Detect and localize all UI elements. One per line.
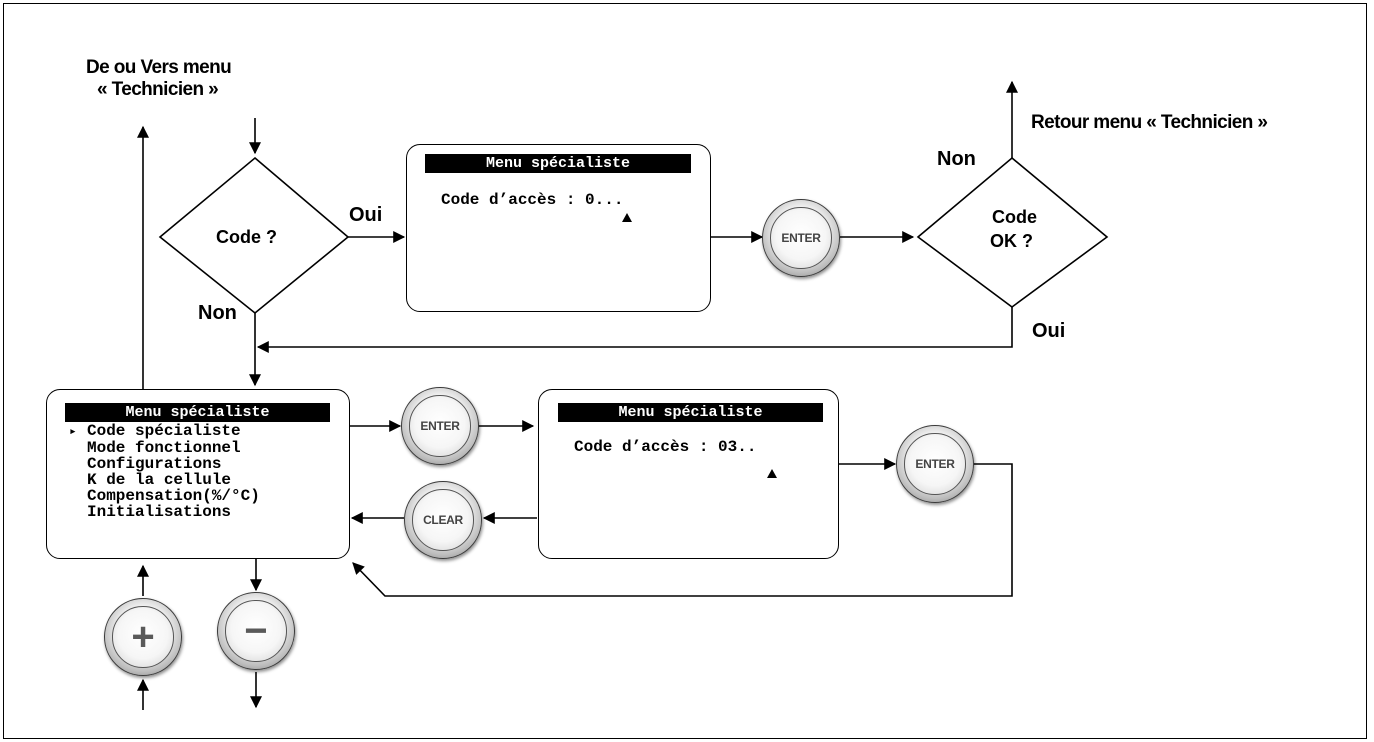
screen2-title-bar: Menu spécialiste — [558, 403, 823, 422]
screen-code-entry-2: Menu spécialiste Code d’accès : 03.. — [538, 389, 839, 559]
minus-icon: − — [244, 608, 268, 653]
plus-button[interactable]: + — [104, 598, 182, 676]
screen2-code-line: Code d’accès : 03.. — [574, 438, 757, 456]
arrow-codeok-oui-back — [256, 307, 1013, 353]
enter-label: ENTER — [915, 456, 955, 471]
menu-item-initialisations[interactable]: Initialisations — [87, 503, 232, 521]
enter-button-menu[interactable]: ENTER — [401, 387, 479, 465]
menu-item-mode-fonctionnel[interactable]: Mode fonctionnel — [87, 439, 241, 457]
decision-code-text: Code ? — [216, 227, 277, 247]
label-retour-technicien: Retour menu « Technicien » — [1031, 112, 1268, 133]
enter-label: ENTER — [420, 418, 460, 433]
cursor-marker — [622, 213, 632, 222]
label-oui-top: Oui — [349, 204, 383, 226]
label-oui-right: Oui — [1032, 320, 1066, 342]
minus-button[interactable]: − — [217, 592, 295, 670]
decision-code-ok-line2: OK ? — [990, 231, 1033, 251]
clear-button[interactable]: CLEAR — [404, 481, 482, 559]
label-from-technicien: De ou Vers menu — [86, 57, 232, 78]
enter-button-top[interactable]: ENTER — [762, 199, 840, 277]
menu-item-configurations[interactable]: Configurations — [87, 455, 222, 473]
clear-label: CLEAR — [423, 512, 463, 527]
label-technicien: « Technicien » — [97, 79, 219, 100]
menu-item-code-specialiste[interactable]: ▸Code spécialiste — [69, 422, 241, 440]
screen-title-bar: Menu spécialiste — [425, 154, 691, 173]
menu-item-compensation[interactable]: Compensation(%/°C) — [87, 487, 260, 505]
menu-list: ▸Code spécialiste Mode fonctionnel Confi… — [69, 423, 260, 520]
label-non-left: Non — [198, 302, 237, 324]
cursor-marker-2 — [767, 469, 777, 478]
label-non-right: Non — [937, 148, 976, 170]
menu-selector-icon: ▸ — [69, 424, 77, 439]
arrow-enter-loop-back — [352, 463, 1013, 597]
screen-code-entry: Menu spécialiste Code d’accès : 0... — [406, 144, 711, 312]
screen-code-line: Code d’accès : 0... — [441, 191, 624, 209]
menu-title-bar: Menu spécialiste — [65, 403, 330, 422]
enter-label: ENTER — [781, 230, 821, 245]
screen-specialist-menu: Menu spécialiste ▸Code spécialiste Mode … — [46, 389, 350, 559]
enter-button-code2[interactable]: ENTER — [896, 425, 974, 503]
decision-code-ok-line1: Code — [992, 207, 1037, 227]
menu-item-k-cellule[interactable]: K de la cellule — [87, 471, 232, 489]
diagram-frame — [3, 3, 1367, 739]
plus-icon: + — [131, 614, 155, 659]
